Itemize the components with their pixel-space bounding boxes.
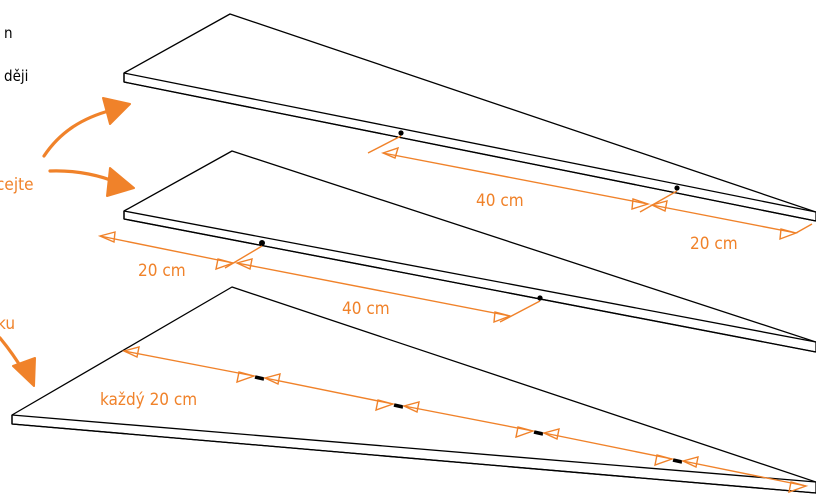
dimension-arrow-icon [401,401,420,414]
dimension-arrow-icon [262,373,281,386]
dimension-arrow-icon [97,231,116,244]
dimension-arrow-icon [779,228,799,241]
dimension-arrow-icon [493,311,513,324]
dimension-40cm-middle: 40 cm [234,258,541,324]
drill-hole-icon [672,458,683,464]
dimension-arrow-icon [649,200,668,213]
dimension-label: 40 cm [342,299,390,319]
drill-hole-icon [393,403,404,409]
curved-arrow-icon [48,167,135,197]
dimension-20cm-top: 20 cm [639,190,813,254]
dimension-each-20cm: každý 20 cm [100,346,809,494]
dimension-arrow-icon [654,454,675,467]
dimension-arrow-icon [375,399,396,412]
bottom-board: každý 20 cm [11,286,816,494]
dimension-arrow-icon [121,346,140,359]
dimension-arrow-icon [515,426,536,439]
dimension-40cm-top: 40 cm [367,135,651,211]
side-note-fragment-cejte: cejte [0,175,33,195]
dimension-label: 40 cm [476,191,524,211]
drill-hole-icon [537,295,543,301]
drill-hole-icon [533,430,544,436]
curved-arrow-icon [42,97,131,158]
side-note-fragment-n: n [4,24,13,42]
dimension-arrow-icon [381,146,400,159]
dimension-arrow-icon [788,481,809,494]
dimension-label: každý 20 cm [100,390,197,410]
dimension-20cm-middle: 20 cm [97,231,263,281]
dimension-arrow-icon [215,258,236,271]
dimension-arrow-icon [680,456,699,469]
dimension-arrow-icon [236,371,257,384]
drill-hole-icon [674,185,680,191]
dimension-arrow-icon [234,258,253,271]
top-board: 40 cm 20 cm [123,13,816,254]
drill-hole-icon [254,375,265,381]
dimension-arrow-icon [541,428,560,441]
middle-board: 20 cm 40 cm [97,150,816,353]
drill-hole-icon [259,240,265,246]
curved-arrow-icon [0,336,36,387]
side-note-fragment-deji: ději [4,67,28,85]
dimension-label: 20 cm [690,234,738,254]
dimension-arrow-icon [631,198,651,210]
dimension-label: 20 cm [138,261,186,281]
drill-hole-icon [398,130,404,136]
side-note-fragment-ku: ku [0,314,15,334]
